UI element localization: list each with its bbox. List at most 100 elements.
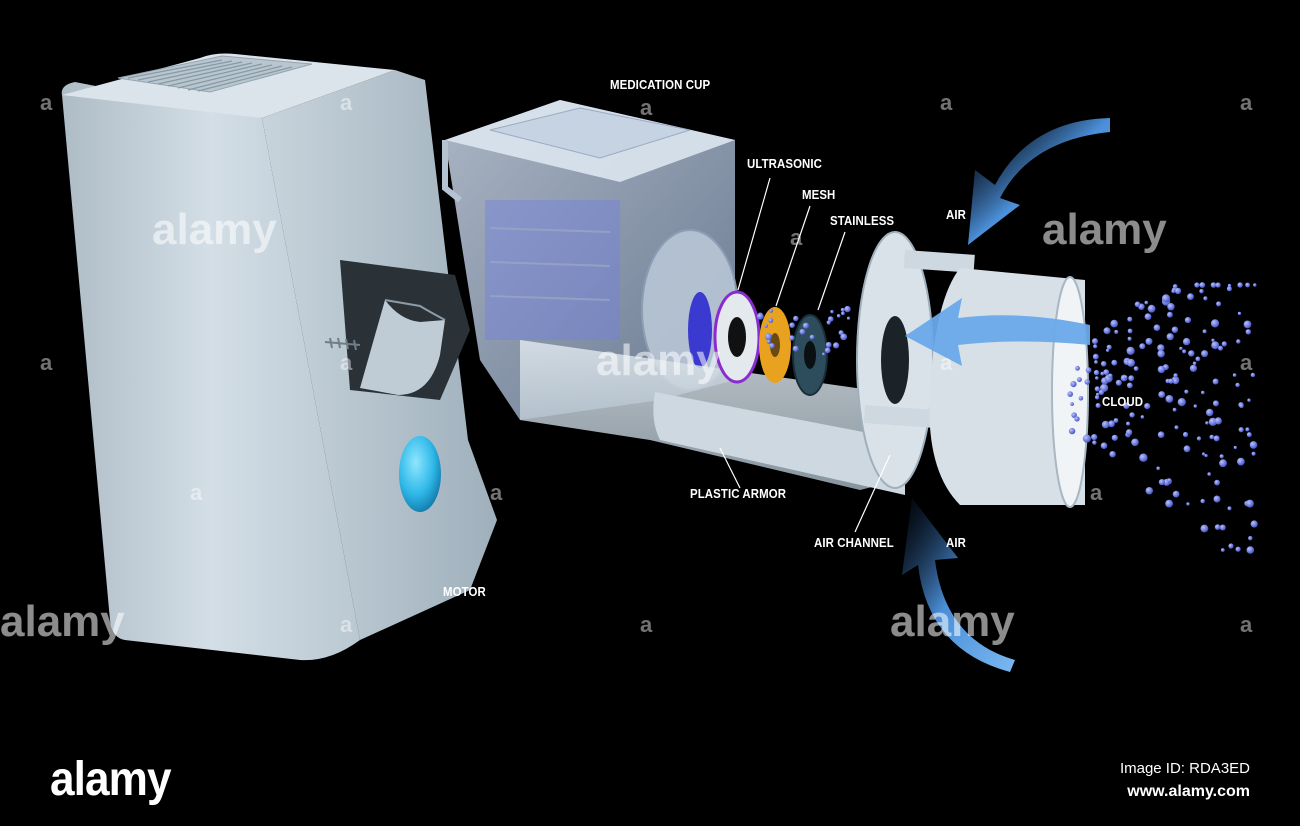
cloud-particle — [1184, 317, 1191, 324]
cloud-particle — [1182, 337, 1191, 346]
cloud-particle — [1245, 282, 1250, 288]
cloud-particle — [1111, 434, 1118, 441]
cloud-particle — [1166, 333, 1174, 341]
cloud-particle — [1211, 338, 1215, 342]
cloud-particle — [1177, 398, 1186, 407]
cloud-particle — [1214, 524, 1221, 530]
cloud-particle — [756, 313, 764, 320]
cloud-particle — [789, 335, 795, 341]
cloud-particle — [1171, 326, 1179, 333]
label-air-top: AIR — [946, 207, 966, 222]
cloud-particle — [1140, 415, 1145, 419]
cloud-particle — [789, 322, 795, 329]
cloud-particle — [1232, 373, 1237, 377]
cloud-particle — [836, 314, 841, 318]
cloud-particle — [1172, 407, 1177, 412]
cloud-particle — [1237, 311, 1242, 316]
cloud-particle — [1123, 402, 1130, 409]
cloud-particle — [1168, 378, 1174, 384]
cloud-particle — [1156, 466, 1160, 471]
cloud-particle — [1228, 543, 1234, 549]
watermark-word: alamy — [890, 597, 1015, 646]
watermark-letter: a — [640, 612, 653, 637]
stainless-disc — [792, 314, 828, 396]
cloud-particle — [1221, 341, 1227, 347]
cloud-particle — [1126, 382, 1133, 389]
cloud-particle — [1245, 499, 1254, 508]
cloud-particle — [1108, 420, 1115, 428]
cloud-particle — [1239, 403, 1244, 409]
cloud-particle — [1129, 412, 1135, 418]
cloud-particle — [1253, 283, 1257, 287]
cloud-particle — [840, 333, 848, 341]
cloud-particle — [1182, 349, 1187, 354]
cloud-particle — [1091, 434, 1098, 441]
medication-cup — [442, 100, 739, 420]
cloud-particle — [1214, 417, 1222, 425]
cloud-particle — [1157, 344, 1165, 352]
cloud-particle — [1126, 421, 1131, 426]
cloud-particle — [1103, 369, 1110, 376]
cloud-particle — [1113, 418, 1119, 423]
cloud-particle — [1210, 282, 1217, 288]
cloud-particle — [1202, 452, 1206, 456]
cloud-particle — [1184, 389, 1189, 394]
cloud-particle — [830, 310, 834, 314]
cloud-particle — [1167, 303, 1175, 311]
cloud-particle — [1133, 366, 1139, 371]
motor-body — [61, 53, 497, 661]
cloud-particle — [809, 334, 815, 340]
watermark-letter: a — [340, 90, 353, 115]
cloud-particle — [1219, 459, 1227, 468]
watermark-letter: a — [340, 612, 353, 637]
cloud-particle — [793, 315, 799, 322]
cloud-particle — [1200, 524, 1209, 533]
cloud-particle — [1071, 412, 1077, 418]
cloud-particle — [824, 347, 831, 354]
watermark-letter: a — [940, 90, 953, 115]
cloud-particle — [1214, 479, 1220, 486]
cloud-particle — [1192, 361, 1197, 366]
cloud-particle — [1093, 369, 1100, 376]
cloud-particle — [1153, 324, 1161, 332]
cloud-particle — [1165, 499, 1173, 508]
air-arrow-bottom — [902, 498, 1015, 672]
cloud-particle — [1194, 282, 1200, 288]
cloud-particle — [1233, 445, 1237, 450]
cloud-particle — [1218, 345, 1223, 351]
cloud-particle — [1172, 378, 1179, 385]
footer-logo: alamy — [50, 753, 172, 806]
cloud-particle — [799, 328, 806, 335]
cloud-particle — [1084, 379, 1091, 385]
cloud-particle — [1245, 329, 1252, 335]
cloud-particle — [1212, 378, 1219, 385]
cloud-particle — [822, 352, 825, 356]
cloud-particle — [1213, 495, 1221, 503]
cloud-particle — [1251, 451, 1256, 456]
cloud-particle — [833, 342, 840, 349]
cloud-particle — [1074, 416, 1080, 422]
cloud-particle — [1200, 498, 1205, 504]
footer-url[interactable]: www.alamy.com — [1127, 783, 1250, 800]
cloud-particle — [1076, 377, 1082, 383]
cloud-particle — [1216, 301, 1222, 307]
cloud-particle — [1124, 375, 1128, 379]
cloud-particle — [1199, 282, 1206, 288]
cloud-particle — [1139, 343, 1146, 350]
cloud-particle — [1092, 440, 1097, 445]
cloud-particle — [1111, 359, 1118, 366]
cloud-particle — [1094, 360, 1098, 364]
cloud-particle — [1246, 432, 1252, 438]
cloud-particle — [1206, 408, 1214, 417]
cloud-particle — [766, 339, 771, 344]
label-ultrasonic: ULTRASONIC — [747, 156, 823, 171]
cloud-particle — [765, 333, 773, 341]
cloud-particle — [1182, 431, 1189, 438]
cloud-particle — [1196, 436, 1202, 441]
watermark-word: alamy — [596, 336, 721, 385]
cloud-particle — [768, 318, 774, 323]
watermark-letter: a — [640, 95, 653, 120]
cloud-particle — [769, 343, 775, 349]
cloud-particle — [1110, 319, 1118, 328]
